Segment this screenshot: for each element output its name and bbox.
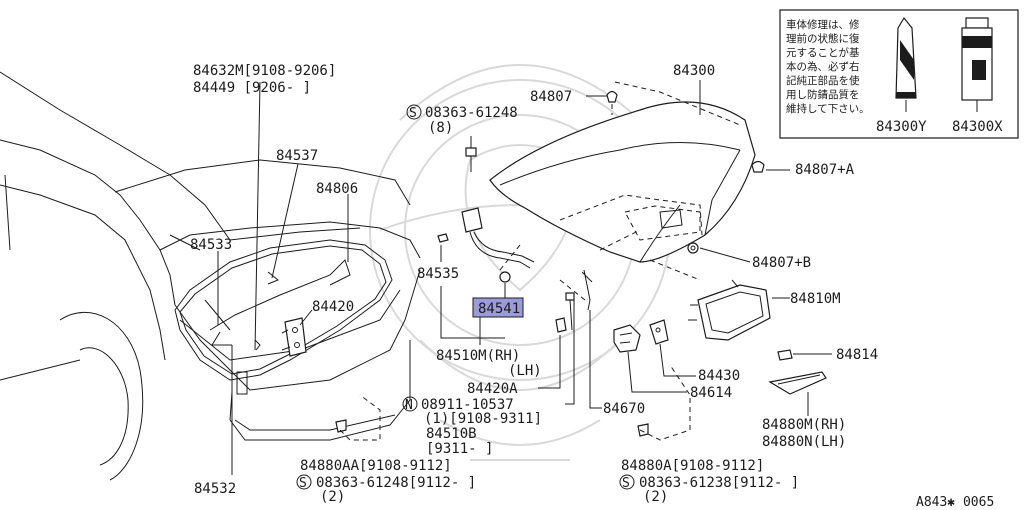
label-84510B-date: [9311- ] <box>426 441 493 457</box>
label-08911: 08911-10537 <box>421 397 514 413</box>
label-84510B: 84510B <box>426 426 477 442</box>
trunk-lid-84300 <box>489 81 756 263</box>
s-prefix-bl: S <box>299 476 307 491</box>
label-84807-A: 84807+A <box>795 162 855 178</box>
label-84880AA: 84880AA[9108-9112] <box>300 458 452 474</box>
n-circle <box>402 396 418 412</box>
rod-84670 <box>581 269 593 311</box>
note-line-3: 元することが基 <box>786 46 860 59</box>
bumper-84807-B <box>687 242 699 254</box>
screw-84880AA <box>335 419 347 433</box>
clip-84535 <box>437 233 449 243</box>
bolt-08363-top <box>465 147 477 172</box>
s-circle-top <box>406 104 422 120</box>
note-line-4: 本の為、必ず右 <box>786 60 860 73</box>
screw-84880A <box>637 423 649 437</box>
finisher-84810M <box>688 279 771 341</box>
label-84807-B: 84807+B <box>752 255 811 271</box>
leader-lines <box>217 80 832 475</box>
label-84880A: 84880A[9108-9112] <box>621 458 764 474</box>
label-84510M-rh: 84510M(RH) <box>436 348 520 364</box>
label-08363-bl-qty: (2) <box>320 489 345 505</box>
label-84880M: 84880M(RH) <box>762 417 846 433</box>
label-84541: 84541 <box>478 301 520 317</box>
clip-84537 <box>267 271 279 285</box>
hinge-arm-84510M <box>461 207 535 283</box>
label-08363-br-qty: (2) <box>643 489 668 505</box>
clip-84814 <box>777 349 793 361</box>
label-84814: 84814 <box>836 347 878 363</box>
s-prefix-br: S <box>622 476 630 491</box>
label-84300: 84300 <box>673 63 715 79</box>
spray-can-icon <box>961 17 993 101</box>
striker-84430 <box>649 319 669 345</box>
note-line-2: 理前の状態に復 <box>786 32 860 45</box>
label-08363-bl: 08363-61248[9112- ] <box>316 475 476 491</box>
label-08363-top-qty: (8) <box>428 120 453 136</box>
label-08363-top: 08363-61248 <box>425 105 518 121</box>
label-84632M: 84632M[9108-9206] <box>193 63 336 79</box>
label-84300X: 84300X <box>952 119 1003 135</box>
note-line-1: 車体修理は、修 <box>786 18 860 31</box>
note-line-7: 維持して下さい。 <box>786 102 870 115</box>
label-84532: 84532 <box>194 481 236 497</box>
s-circle-bl <box>296 474 312 490</box>
lock-84614 <box>613 324 641 353</box>
bumper-84807-A <box>751 160 765 173</box>
label-84510M-lh: (LH) <box>508 363 542 379</box>
sealant-tube-icon <box>895 16 917 99</box>
label-84614: 84614 <box>690 385 732 401</box>
label-84449: 84449 [9206- ] <box>193 80 311 96</box>
note-line-5: 記純正部品を使 <box>786 74 860 87</box>
n-prefix: N <box>405 398 413 413</box>
label-84300Y: 84300Y <box>876 119 927 135</box>
label-84880N: 84880N(LH) <box>762 434 846 450</box>
reference-code: A843✱ 0065 <box>916 495 994 510</box>
label-84810M: 84810M <box>790 291 841 307</box>
s-prefix-top: S <box>409 106 417 121</box>
label-84807: 84807 <box>530 89 572 105</box>
moulding-84880M <box>768 371 827 395</box>
label-08363-br: 08363-61238[9112- ] <box>639 475 799 491</box>
cable-84420A <box>555 292 575 333</box>
label-84430: 84430 <box>698 368 740 384</box>
clip-84532 <box>254 339 261 351</box>
label-84806: 84806 <box>316 181 358 197</box>
s-circle-br <box>619 474 635 490</box>
label-08911-qty: (1)[9108-9311] <box>424 411 542 427</box>
label-84535: 84535 <box>417 266 459 282</box>
label-84670: 84670 <box>603 401 645 417</box>
weatherstrip-84806 <box>174 239 393 381</box>
label-84420: 84420 <box>312 299 354 315</box>
bumper-84807 <box>606 90 618 103</box>
highlight-84541 <box>472 297 524 318</box>
label-84533: 84533 <box>190 237 232 253</box>
hinge-84420 <box>281 317 307 357</box>
bumper-84541 <box>499 271 511 283</box>
label-84420A: 84420A <box>467 381 518 397</box>
note-line-6: 用し防錆品質を <box>786 88 860 101</box>
car-body <box>0 71 421 481</box>
repair-note-box: 車体修理は、修 理前の状態に復 元することが基 本の為、必ず右 記純正部品を使 … <box>779 9 1019 139</box>
label-84537: 84537 <box>276 148 318 164</box>
